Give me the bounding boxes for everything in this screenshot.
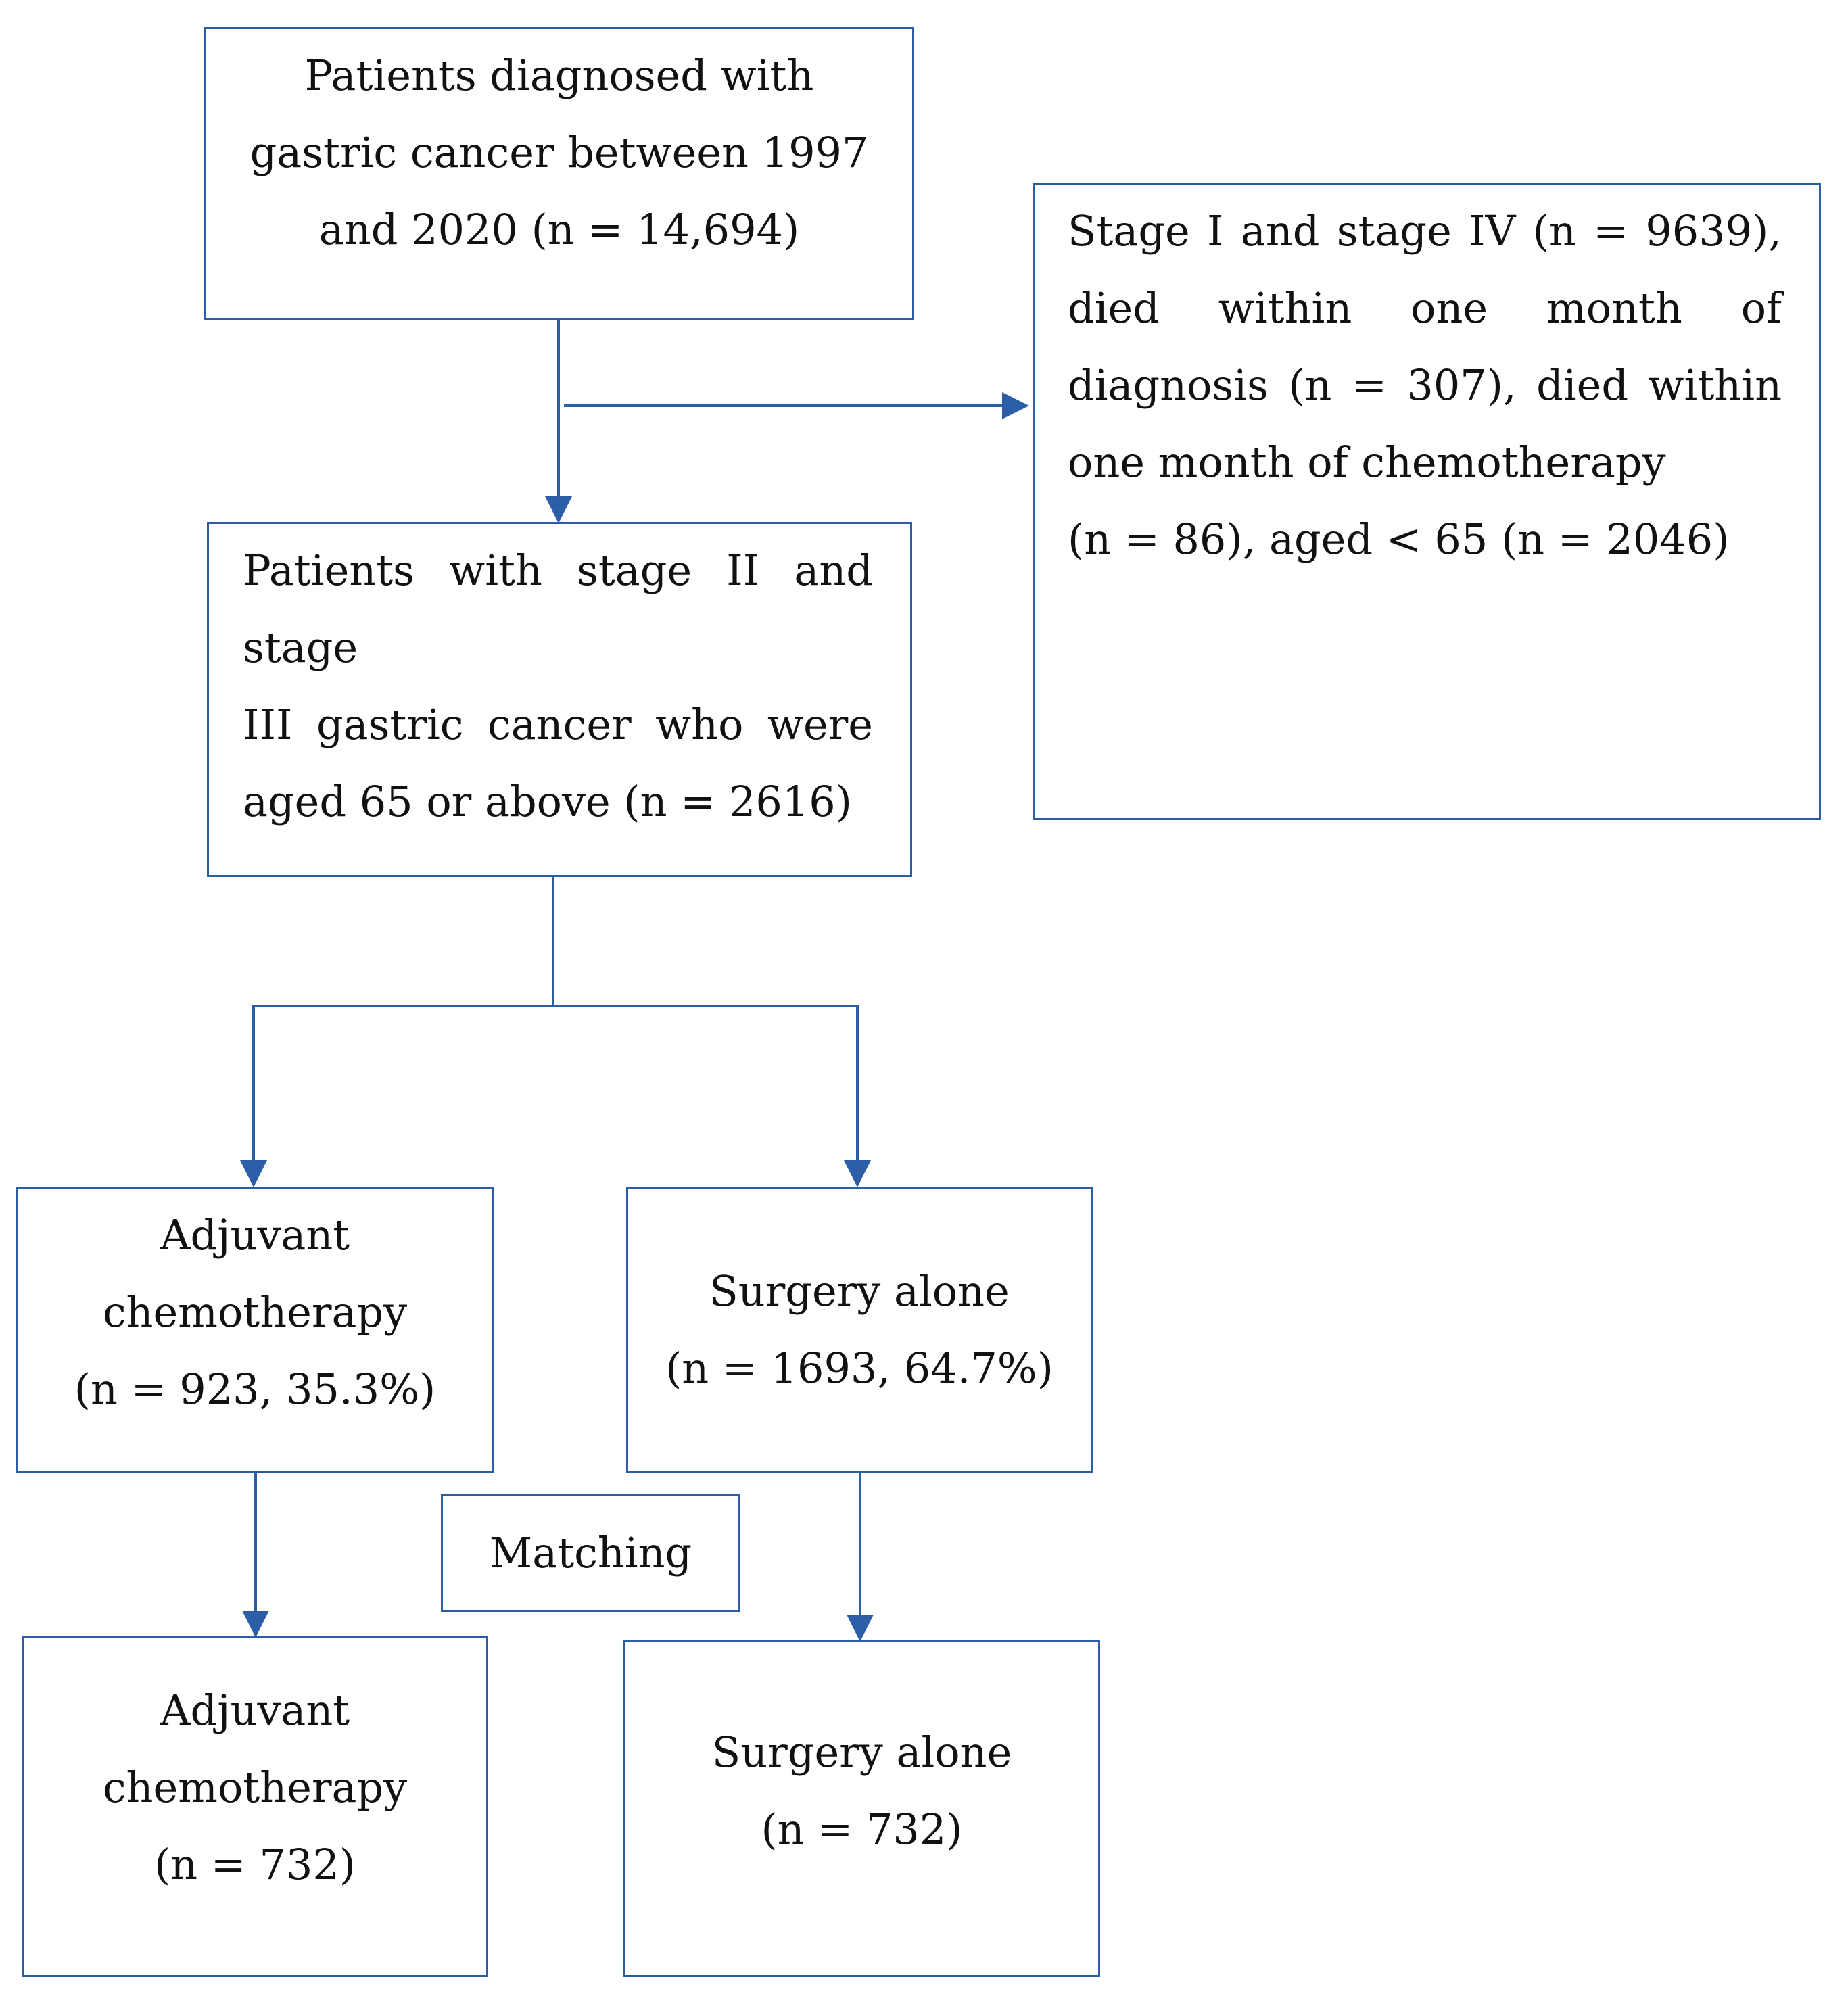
source-line-1: Patients diagnosed with [304, 51, 814, 100]
exclusion-line-1: Stage I and stage IV (n = 9639), [1068, 206, 1782, 256]
source-line-3: and 2020 (n = 14,694) [318, 205, 800, 254]
adjuvant-after-line-2: chemotherapy [102, 1763, 408, 1812]
adjuvant-chemotherapy-box: Adjuvant chemotherapy (n = 923, 35.3%) [16, 1187, 494, 1473]
adjuvant-after-line-1: Adjuvant [160, 1686, 350, 1735]
surgery-alone-matched-box: Surgery alone (n = 732) [623, 1640, 1100, 1977]
eligible-population-box: Patients with stage II and stage III gas… [207, 522, 912, 877]
eligible-line-1: Patients with stage II and stage [243, 546, 873, 672]
surgery-after-line-1: Surgery alone [711, 1727, 1012, 1777]
exclusion-line-2: died within one month of [1068, 283, 1782, 333]
exclusion-box: Stage I and stage IV (n = 9639), died wi… [1033, 183, 1821, 820]
adjuvant-before-line-1: Adjuvant [160, 1210, 350, 1260]
source-line-2: gastric cancer between 1997 [250, 128, 869, 177]
adjuvant-before-line-3: (n = 923, 35.3%) [74, 1364, 436, 1414]
surgery-after-line-2: (n = 732) [761, 1805, 963, 1854]
adjuvant-before-line-2: chemotherapy [102, 1287, 408, 1337]
matching-box: Matching [441, 1494, 740, 1612]
exclusion-line-4: one month of chemotherapy [1068, 437, 1666, 487]
eligible-line-2: III gastric cancer who were [243, 700, 873, 749]
surgery-alone-box: Surgery alone (n = 1693, 64.7%) [626, 1187, 1093, 1473]
adjuvant-chemotherapy-matched-box: Adjuvant chemotherapy (n = 732) [22, 1636, 488, 1977]
surgery-before-line-1: Surgery alone [709, 1266, 1010, 1316]
adjuvant-after-line-3: (n = 732) [153, 1840, 356, 1889]
eligible-line-3: aged 65 or above (n = 2616) [243, 777, 852, 826]
exclusion-line-5: (n = 86), aged < 65 (n = 2046) [1068, 515, 1730, 564]
exclusion-line-3: diagnosis (n = 307), died within [1068, 360, 1782, 410]
surgery-before-line-2: (n = 1693, 64.7%) [665, 1343, 1053, 1393]
matching-label: Matching [489, 1528, 692, 1577]
source-population-box: Patients diagnosed with gastric cancer b… [204, 27, 914, 320]
